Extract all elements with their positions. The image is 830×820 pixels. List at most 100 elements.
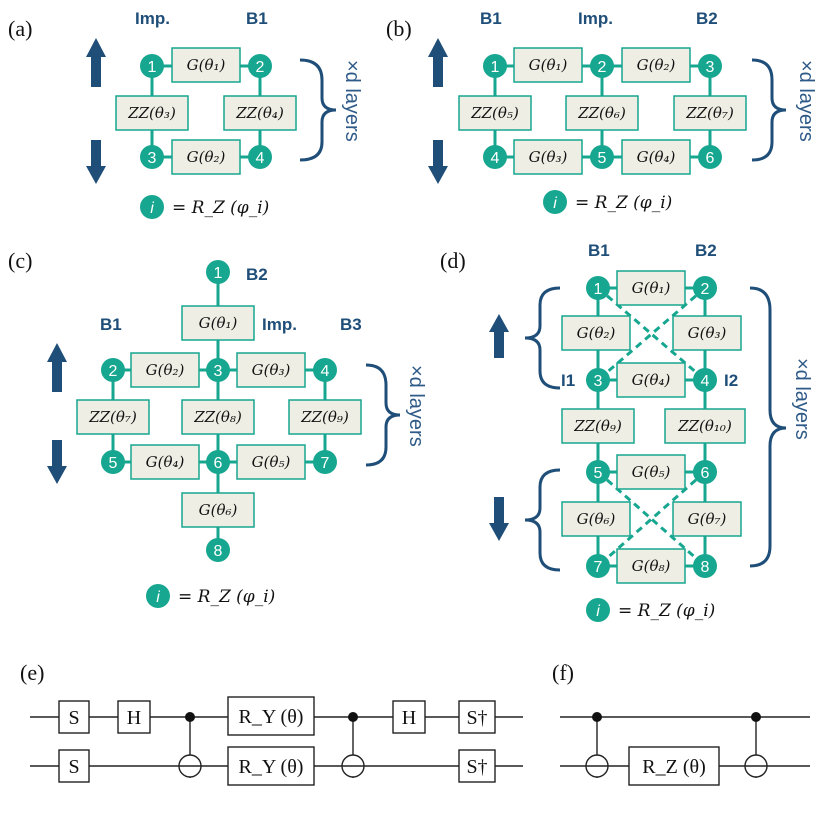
gate-g-theta3 [236,352,306,388]
node-number: 5 [598,150,607,167]
gate-label: G(θ₃) [529,148,568,166]
layers-label: ×d layers [341,60,363,142]
cnot-control-dot [751,712,761,722]
qubit-node [248,54,272,78]
legend-node [146,584,170,608]
s-gate [58,700,90,734]
cnot-control-dot [348,712,358,722]
panel-b: (b) B1 Imp. B2 G(θ₁) G(θ₂) ZZ(θ₅) ZZ(θ₆)… [386,9,817,214]
legend-node-label: i [596,603,600,620]
gate-g-theta8 [616,548,686,584]
qubit-node [101,358,125,382]
node-number: 1 [214,265,223,282]
node-number: 2 [598,59,607,76]
gate-g-theta4 [130,444,200,480]
gate-label: S [68,707,79,729]
gate-g-theta1 [181,305,255,341]
gate-label: R_Y (θ) [239,756,304,778]
legend-text: = R_Z (φ_i) [575,193,672,213]
qubit-node [101,450,125,474]
cnot-control-dot [185,712,195,722]
gate-label: ZZ(θ₆) [577,104,626,122]
qubit-node [698,145,722,169]
node-number: 3 [148,150,157,167]
qubit-node [206,538,230,562]
layers-label: ×d layers [795,60,817,142]
gate-label: G(θ₂) [637,56,676,74]
gate-g-theta5 [616,454,686,490]
panel-b-header-imp: Imp. [578,9,613,28]
node-number: 8 [214,543,223,560]
node-number: 6 [701,465,710,482]
panel-d-label: (d) [440,248,466,273]
node-number: 1 [594,281,603,298]
panel-f-label: (f) [552,660,574,685]
qubit-node [590,145,614,169]
gate-label: S† [466,707,487,729]
up-arrow-icon [433,55,443,87]
panel-b-label: (b) [386,16,412,41]
gate-g-theta6 [181,492,255,528]
gate-label: ZZ(θ₅) [470,104,519,122]
node-number: 2 [701,281,710,298]
gate-label: G(θ₂) [187,148,226,166]
panel-c-header-b2: B2 [246,265,268,284]
gate-g-theta1 [513,47,583,83]
node-number: 3 [214,363,223,380]
node-number: 3 [706,59,715,76]
qubit-node [206,358,230,382]
gate-label: ZZ(θ₉) [573,417,622,435]
gate-g-theta7 [672,501,742,537]
qubit-node [693,554,717,578]
legend-node-label: i [150,200,154,217]
legend-node [543,190,567,214]
lower-brace [524,468,561,572]
gate-label: G(θ₁) [632,279,671,297]
up-arrow-icon [52,360,62,392]
panel-c-label: (c) [8,248,32,273]
up-arrow-head-icon [428,38,448,57]
up-arrow-head-icon [489,314,509,332]
up-arrow-head-icon [47,343,67,362]
node-number: 1 [148,59,157,76]
gate-label: G(θ₃) [688,324,727,342]
gate-zz-theta9 [288,399,362,435]
up-arrow-head-icon [86,38,106,57]
gate-g-theta2 [621,47,691,83]
down-arrow-icon [494,497,504,525]
gate-g-theta6 [561,501,631,537]
down-arrow-icon [91,140,101,168]
gate-label: G(θ₂) [146,361,185,379]
panel-e-label: (e) [20,660,44,685]
qubit-node [586,460,610,484]
panel-a-header-b1: B1 [246,9,268,28]
gate-label: G(θ₄) [146,453,185,471]
panel-c-header-b3: B3 [340,315,362,334]
node-number: 4 [256,150,265,167]
down-arrow-head-icon [86,166,106,184]
gate-label: S [68,756,79,778]
gate-zz-theta3 [115,95,189,131]
qubit-node [248,145,272,169]
qubit-node [206,450,230,474]
node-number: 1 [491,59,500,76]
gate-label: ZZ(θ₃) [127,104,176,122]
panel-d-header-b2: B2 [695,241,717,260]
layers-label: ×d layers [791,358,813,440]
ry-gate [227,696,315,736]
node-number: 8 [701,559,710,576]
gate-g-theta2 [130,352,200,388]
layers-label: ×d layers [405,365,427,447]
gate-g-theta3 [513,139,583,175]
panel-c: (c) B2 Imp. B1 B3 G(θ₁) G(θ₂) G(θ₃) ZZ(θ… [8,248,427,608]
qubit-node [586,276,610,300]
qubit-node [140,145,164,169]
panel-d-header-i2: I2 [724,371,738,390]
node-number: 7 [594,559,603,576]
gate-label: ZZ(θ₁₀) [677,417,732,435]
panel-d-header-i1: I1 [561,371,575,390]
layer-brace [749,286,787,568]
gate-g-theta5 [236,444,306,480]
gate-label: G(θ₂) [577,324,616,342]
panel-c-header-b1: B1 [100,315,122,334]
